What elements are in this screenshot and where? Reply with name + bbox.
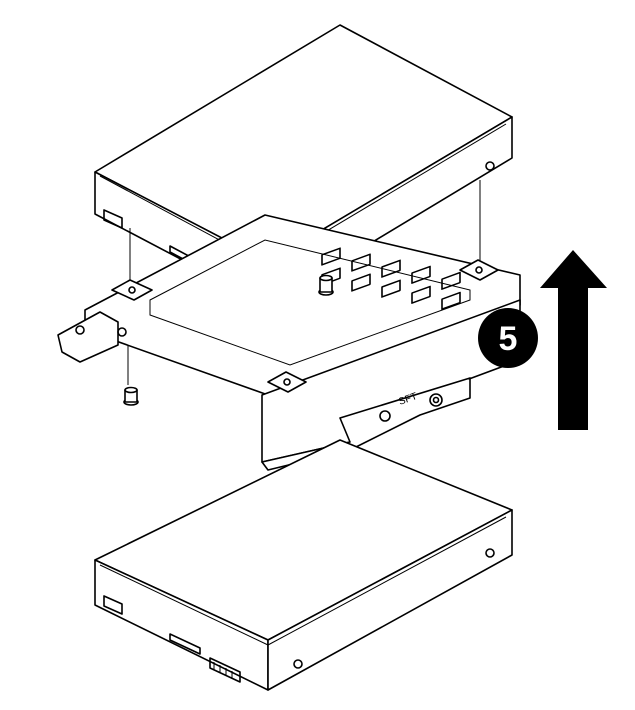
- up-arrow-icon: [540, 250, 607, 430]
- bottom-drive-screw-hole-2: [485, 548, 495, 558]
- tray-side-latch: [57, 311, 119, 363]
- bottom-drive-connector-left: [103, 595, 123, 615]
- tray-pad-left: [111, 279, 153, 301]
- bottom-drive-power-connector: [169, 633, 201, 655]
- tray-vent-slots: [321, 247, 461, 310]
- top-drive-connector-left: [103, 209, 123, 229]
- tray-pad-right: [459, 259, 499, 281]
- drive-tray: SFT: [57, 214, 521, 494]
- step-badge-circle: [478, 308, 538, 368]
- tray-indicator-hole: [379, 410, 391, 422]
- tray-screw-right: [429, 393, 443, 407]
- bottom-drive-side-face: [267, 509, 513, 691]
- tray-pad-front: [267, 371, 307, 393]
- bottom-drive-sata-connector: [209, 657, 241, 683]
- bottom-drive-screw-hole-1: [293, 659, 303, 669]
- bottom-drive-bevel: [99, 516, 507, 646]
- tray-recess: [149, 239, 471, 366]
- top-drive-screw-hole-2: [485, 161, 495, 171]
- step-badge: 5: [478, 308, 538, 368]
- bottom-drive: [94, 439, 513, 691]
- step-number: 5: [499, 320, 518, 358]
